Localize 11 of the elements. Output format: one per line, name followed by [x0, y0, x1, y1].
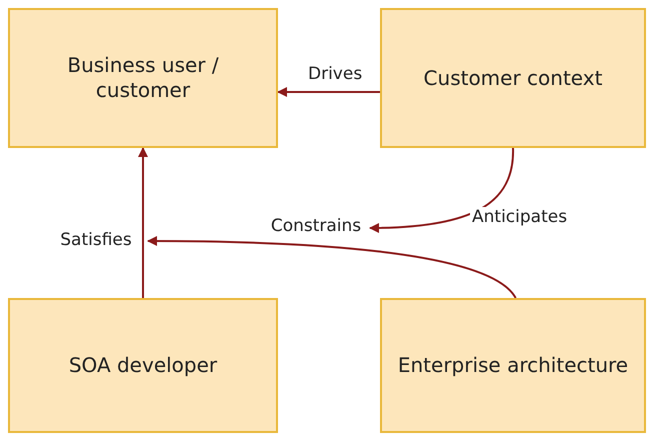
text-label: Constrains	[266, 214, 366, 240]
arrow	[369, 148, 514, 233]
process-box: Enterprise architecture	[380, 298, 646, 433]
process-box: Business user / customer	[8, 8, 278, 148]
edge-label: Anticipates	[470, 207, 570, 228]
arrow	[147, 236, 516, 299]
process-box: Customer context	[380, 8, 646, 148]
arrow	[277, 87, 380, 97]
arrow	[138, 147, 148, 298]
text-label: Satisfies	[56, 228, 136, 254]
process-box: SOA developer	[8, 298, 278, 433]
